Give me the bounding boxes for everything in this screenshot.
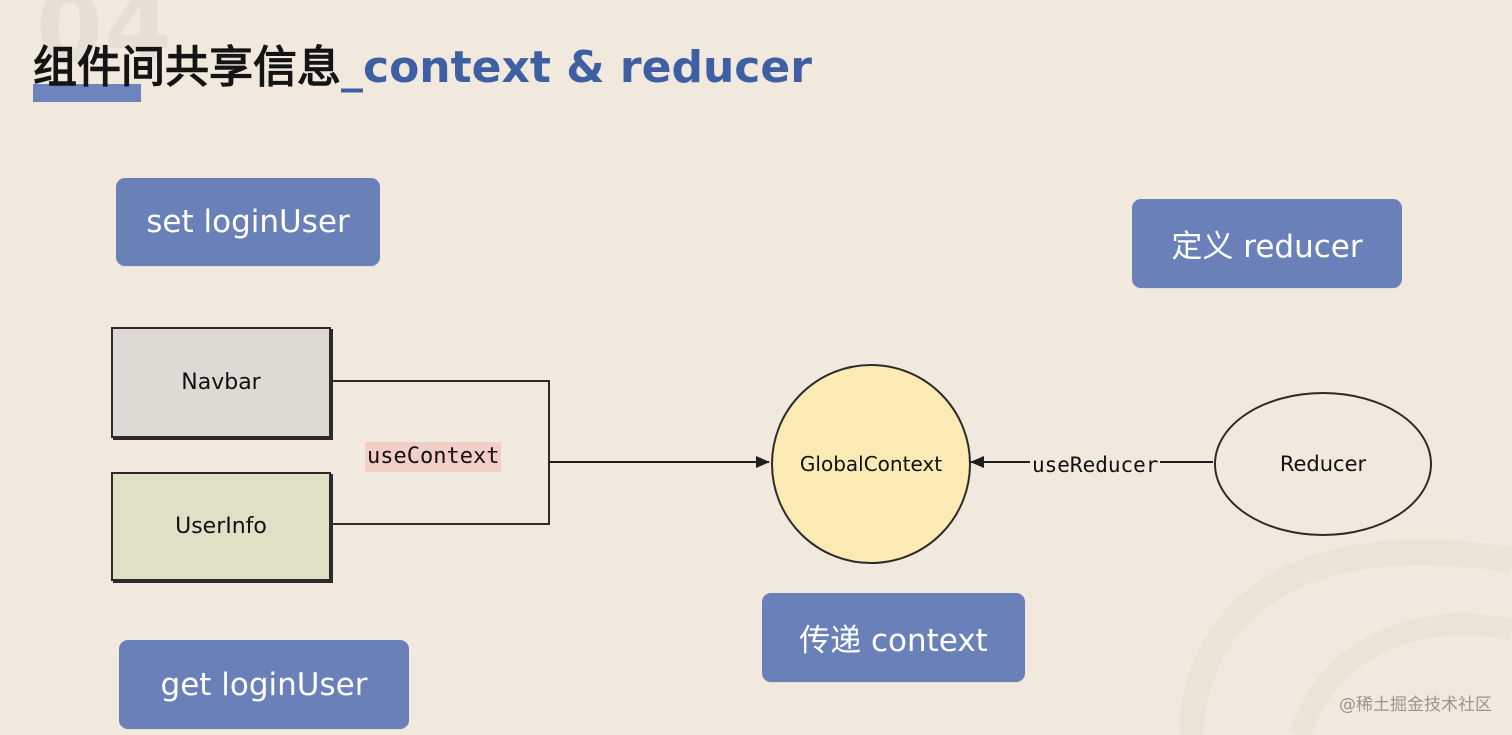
reducer-node: Reducer — [1214, 392, 1432, 536]
watermark: @稀土掘金技术社区 — [1339, 695, 1492, 715]
define-reducer-label: 定义 reducer — [1132, 199, 1402, 288]
page-title: 组件间共享信息_context & reducer — [33, 38, 812, 98]
title-en: _context & reducer — [341, 42, 812, 93]
global-context-node: GlobalContext — [771, 364, 971, 564]
userinfo-node: UserInfo — [111, 472, 331, 581]
slide-number: 04 — [36, 0, 174, 84]
title-zh: 组件间共享信息 — [33, 42, 341, 93]
get-login-user-label: get loginUser — [119, 640, 409, 729]
use-reducer-label: useReducer — [1030, 451, 1161, 479]
set-login-user-label: set loginUser — [116, 178, 380, 266]
title-accent-bar — [33, 84, 141, 102]
navbar-node: Navbar — [111, 327, 331, 438]
use-context-label: useContext — [365, 442, 502, 472]
pass-context-label: 传递 context — [762, 593, 1025, 682]
